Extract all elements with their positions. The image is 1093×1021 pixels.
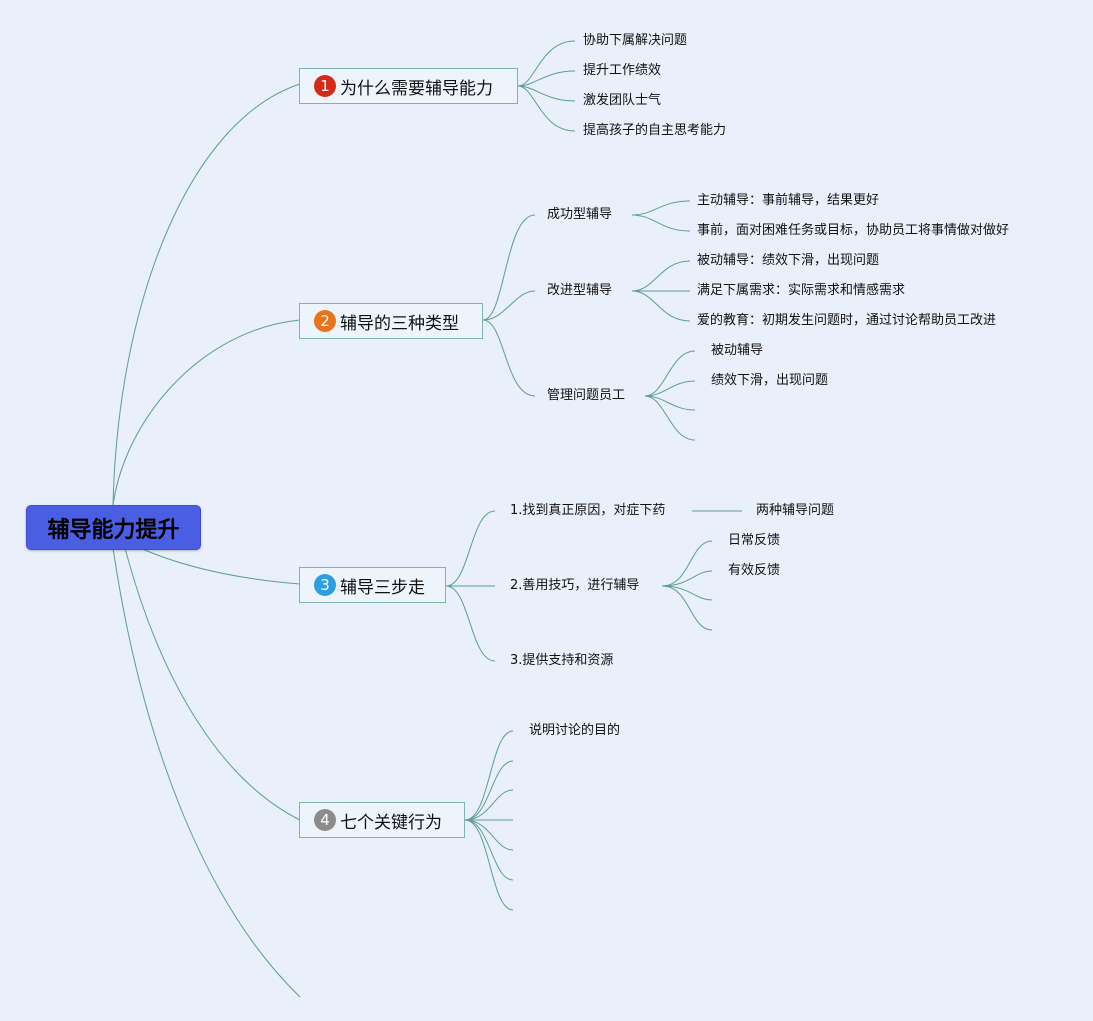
branch-why-coaching[interactable]: 1 为什么需要辅导能力 [299,68,518,104]
why-item[interactable]: 协助下属解决问题 [583,33,688,48]
type-item[interactable]: 满足下属需求：实际需求和情感需求 [697,283,906,298]
type-success-coaching[interactable]: 成功型辅导 [547,207,613,222]
number-badge-4: 4 [314,809,336,831]
step-item[interactable]: 两种辅导问题 [756,503,835,518]
why-item[interactable]: 激发团队士气 [583,93,662,108]
number-badge-2: 2 [314,310,336,332]
number-badge-3: 3 [314,574,336,596]
type-item[interactable]: 爱的教育：初期发生问题时，通过讨论帮助员工改进 [697,313,997,328]
type-problem-employee[interactable]: 管理问题员工 [547,388,626,403]
branch-key-behaviors[interactable]: 4 七个关键行为 [299,802,465,838]
behavior-item[interactable]: 说明讨论的目的 [529,723,621,738]
step-item[interactable]: 有效反馈 [728,563,781,578]
type-item[interactable]: 主动辅导：事前辅导，结果更好 [697,193,880,208]
type-item[interactable]: 被动辅导：绩效下滑，出现问题 [697,253,880,268]
branch-coaching-types[interactable]: 2 辅导的三种类型 [299,303,483,339]
link-root-branch1 [112,83,301,506]
step-item[interactable]: 日常反馈 [728,533,781,548]
step-find-cause[interactable]: 1.找到真正原因，对症下药 [510,503,666,518]
type-improvement-coaching[interactable]: 改进型辅导 [547,283,613,298]
branch-label: 为什么需要辅导能力 [340,78,493,99]
why-item[interactable]: 提升工作绩效 [583,63,662,78]
link-root-branch4 [124,547,301,821]
branch-label: 七个关键行为 [340,812,442,833]
type-item[interactable]: 被动辅导 [711,343,764,358]
type-item[interactable]: 绩效下滑，出现问题 [711,373,829,388]
link-root-branch3 [139,547,301,585]
number-badge-1: 1 [314,75,336,97]
branch-coaching-steps[interactable]: 3 辅导三步走 [299,567,446,603]
root-topic[interactable]: 辅导能力提升 [26,505,201,550]
link-root-branch2 [112,319,301,506]
type-item[interactable]: 事前，面对困难任务或目标，协助员工将事情做对做好 [697,223,1010,238]
step-use-skills[interactable]: 2.善用技巧，进行辅导 [510,578,640,593]
branch-label: 辅导三步走 [340,577,425,598]
why-item[interactable]: 提高孩子的自主思考能力 [583,123,727,138]
branch-label: 辅导的三种类型 [340,313,459,334]
link-root-extra [112,547,301,998]
step-provide-support[interactable]: 3.提供支持和资源 [510,653,614,668]
